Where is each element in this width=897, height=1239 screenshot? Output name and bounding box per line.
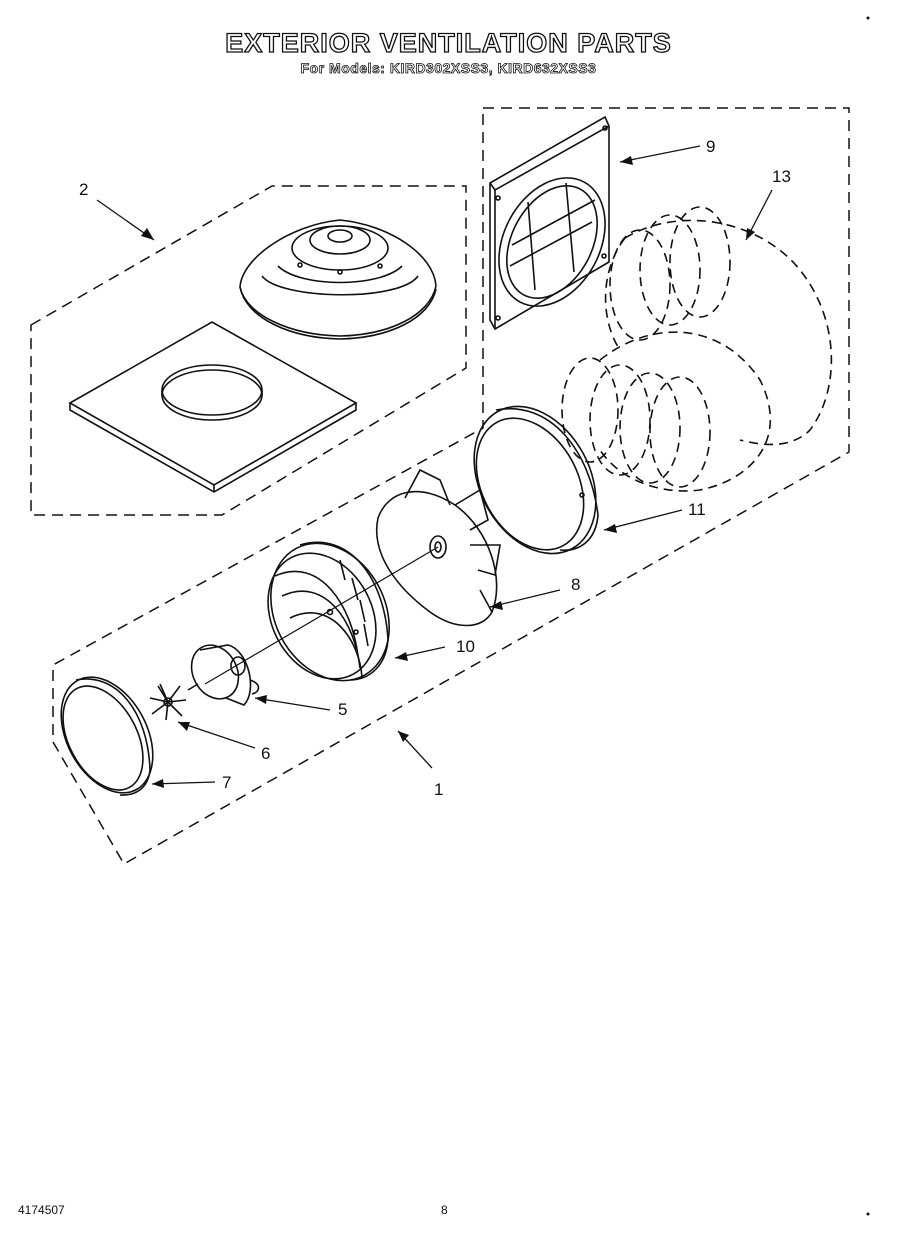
callout-2: 2 xyxy=(79,180,88,199)
callout-13: 13 xyxy=(772,167,791,186)
motor-part xyxy=(187,644,260,706)
callout-6: 6 xyxy=(261,744,270,763)
callout-1: 1 xyxy=(434,780,443,799)
end-cover-part xyxy=(60,676,154,796)
arrowheads xyxy=(141,156,755,788)
wall-grille-part xyxy=(489,115,610,331)
corner-registration-mark xyxy=(866,16,870,20)
flex-duct-part xyxy=(561,206,833,492)
leader-lines xyxy=(96,145,773,785)
group-1-boundary xyxy=(52,107,850,866)
collar-ring-part xyxy=(473,405,599,555)
callout-7: 7 xyxy=(222,773,231,792)
document-number: 4174507 xyxy=(18,1203,65,1217)
page-number: 8 xyxy=(441,1203,448,1217)
model-subtitle: For Models: KIRD302XSS3, KIRD632XSS3 xyxy=(300,60,597,77)
corner-registration-mark-bottom xyxy=(866,1212,870,1216)
callout-9: 9 xyxy=(706,137,715,156)
page-title: EXTERIOR VENTILATION PARTS xyxy=(225,27,672,58)
blower-wheel-part xyxy=(375,468,501,627)
callout-5: 5 xyxy=(338,700,347,719)
callout-11: 11 xyxy=(688,500,706,519)
cooling-fan-part xyxy=(149,683,187,721)
roof-cap-part xyxy=(239,219,437,340)
callout-8: 8 xyxy=(571,575,580,594)
callout-10: 10 xyxy=(456,637,475,656)
group-2-boundary xyxy=(30,185,467,516)
motor-shaft xyxy=(204,546,439,685)
roof-flashing-part xyxy=(68,321,358,493)
motor-housing-part xyxy=(267,541,390,682)
